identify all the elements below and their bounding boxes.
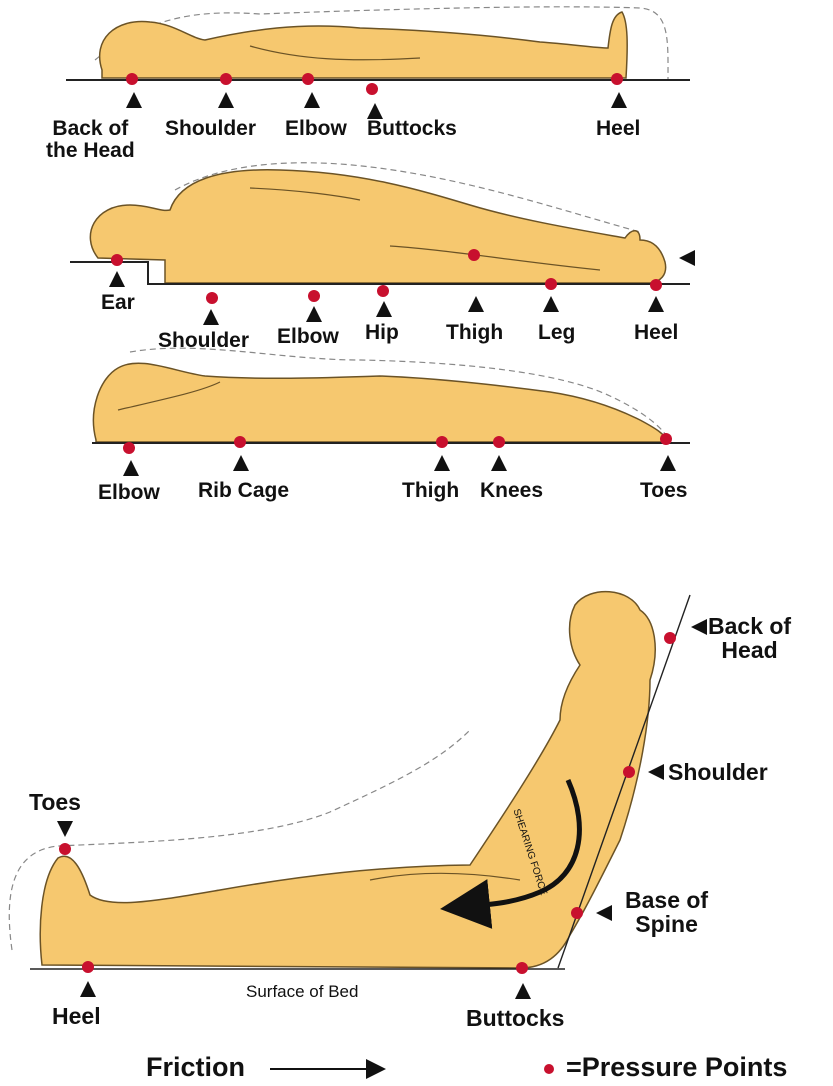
tri-side-leg [543,296,559,312]
prone-knees-dot [493,436,505,448]
legend-dot [544,1064,554,1074]
side-lying-figure [70,163,690,284]
tri-supine-heel [611,92,627,108]
tri-sit-buttocks [515,983,531,999]
supine-back-head-dot [126,73,138,85]
label-heel-sitting: Heel [52,1004,101,1028]
tri-sit-toes [57,821,73,837]
supine-body [100,12,628,78]
label-buttocks-sitting: Buttocks [466,1006,564,1030]
prone-body [93,363,668,442]
prone-elbow-dot [123,442,135,454]
tri-side-heel [648,296,664,312]
label-shoulder-supine: Shoulder [165,118,256,140]
side-shoulder-dot [206,292,218,304]
tri-side-hip [376,301,392,317]
tri-side-ear [109,271,125,287]
tri-sit-spine [596,905,612,921]
label-elbow-side: Elbow [277,326,339,348]
tri-prone-ribcage [233,455,249,471]
label-leg: Leg [538,322,575,344]
side-leg-dot [545,278,557,290]
side-heel-dot [650,279,662,291]
label-shoulder-side: Shoulder [158,330,249,352]
supine-figure [66,7,690,80]
side-hip-dot [377,285,389,297]
prone-figure [92,348,690,443]
sit-base-spine-dot [571,907,583,919]
prone-ribcage-dot [234,436,246,448]
supine-shoulder-dot [220,73,232,85]
label-thigh-prone: Thigh [402,480,459,502]
label-buttocks-supine: Buttocks [367,118,457,140]
label-knees: Knees [480,480,543,502]
sit-shoulder-dot [623,766,635,778]
tri-sit-head [691,619,707,635]
label-elbow-prone: Elbow [98,482,160,504]
side-body [90,170,665,283]
label-toes-sitting: Toes [29,790,81,814]
label-thigh-side: Thigh [446,322,503,344]
label-rib-cage: Rib Cage [198,480,289,502]
tri-supine-head [126,92,142,108]
legend-friction: Friction [146,1052,245,1083]
tri-side-feet [679,250,695,266]
sit-heel-dot [82,961,94,973]
label-elbow-supine: Elbow [285,118,347,140]
prone-toes-dot [660,433,672,445]
label-surface-of-bed: Surface of Bed [246,983,358,1001]
label-heel-side: Heel [634,322,678,344]
supine-buttocks-dot [366,83,378,95]
tri-prone-knees [491,455,507,471]
tri-supine-shoulder [218,92,234,108]
supine-heel-dot [611,73,623,85]
label-back-of-head: Back of the Head [46,118,135,162]
prone-thigh-dot [436,436,448,448]
side-thigh-dot [468,249,480,261]
supine-elbow-dot [302,73,314,85]
legend-pressure-points: =Pressure Points [566,1052,787,1083]
side-ear-dot [111,254,123,266]
sit-toes-dot [59,843,71,855]
tri-prone-elbow [123,460,139,476]
label-base-of-spine: Base of Spine [625,888,708,936]
tri-side-elbow [306,306,322,322]
sit-back-head-dot [664,632,676,644]
label-toes-prone: Toes [640,480,687,502]
tri-sit-heel [80,981,96,997]
label-shoulder-sitting: Shoulder [668,760,768,784]
label-hip: Hip [365,322,399,344]
sitting-body [40,592,655,968]
tri-sit-shoulder [648,764,664,780]
tri-supine-elbow [304,92,320,108]
side-elbow-dot [308,290,320,302]
label-back-of-head-sitting: Back of Head [708,614,791,662]
tri-prone-thigh [434,455,450,471]
tri-prone-toes [660,455,676,471]
sit-buttocks-dot [516,962,528,974]
tri-side-shoulder [203,309,219,325]
label-ear: Ear [101,292,135,314]
label-heel-supine: Heel [596,118,640,140]
tri-side-thigh [468,296,484,312]
